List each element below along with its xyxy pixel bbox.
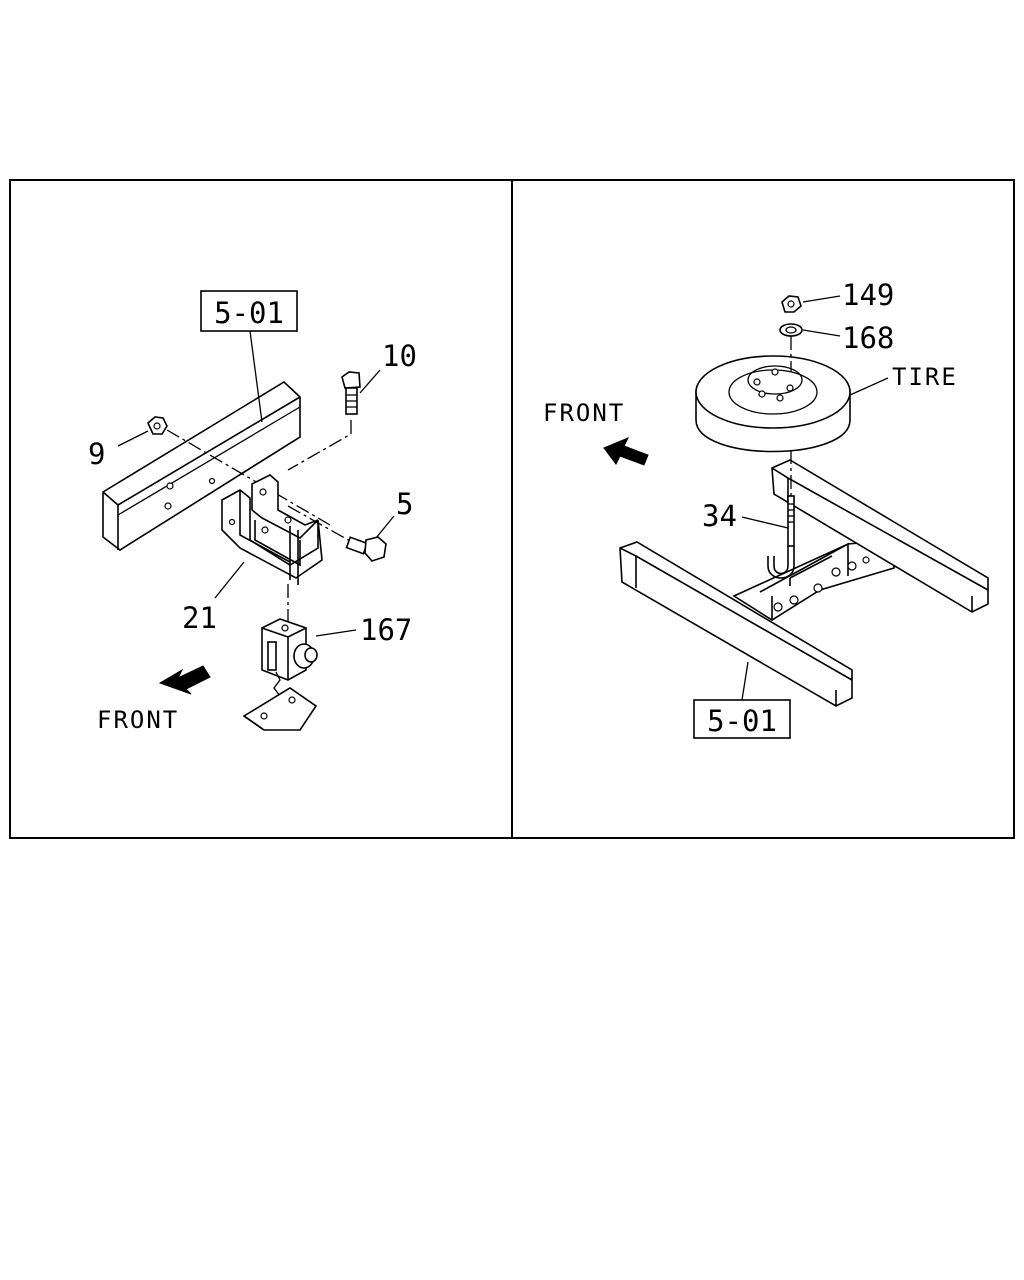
left-panel: 5-01 9 10 [88, 290, 417, 734]
chassis-frame [619, 459, 989, 707]
front-label-right: FRONT [543, 399, 625, 427]
callout-9: 9 [88, 437, 105, 471]
washer-168-icon [779, 323, 803, 337]
ref-box-5-01-left: 5-01 [200, 290, 298, 423]
callout-34: 34 [702, 499, 737, 533]
front-label-left: FRONT [97, 706, 179, 734]
callout-167: 167 [360, 613, 412, 647]
ref-box-label: 5-01 [707, 704, 777, 738]
bolt-5-icon [345, 536, 387, 562]
winch-167-icon [261, 618, 318, 711]
callout-149: 149 [842, 278, 894, 312]
front-arrow-left-icon [158, 665, 211, 695]
hook-34-icon [767, 495, 795, 579]
nut-9-icon [147, 416, 168, 435]
callout-10: 10 [382, 339, 417, 373]
right-panel: TIRE 149 168 34 [543, 278, 989, 739]
front-arrow-right-icon [603, 437, 649, 466]
tire-label: TIRE [892, 363, 958, 391]
callout-168: 168 [842, 321, 894, 355]
frame-rail-left [102, 381, 301, 551]
nut-149-icon [781, 295, 802, 313]
callout-5: 5 [396, 487, 413, 521]
bracket-21-icon [221, 474, 323, 585]
spare-tire-icon [695, 355, 851, 453]
ref-box-5-01-right: 5-01 [693, 661, 791, 739]
callout-21: 21 [182, 601, 217, 635]
hook-plate-icon [242, 687, 318, 731]
ref-box-label: 5-01 [214, 296, 284, 330]
bolt-10-icon [341, 371, 361, 415]
